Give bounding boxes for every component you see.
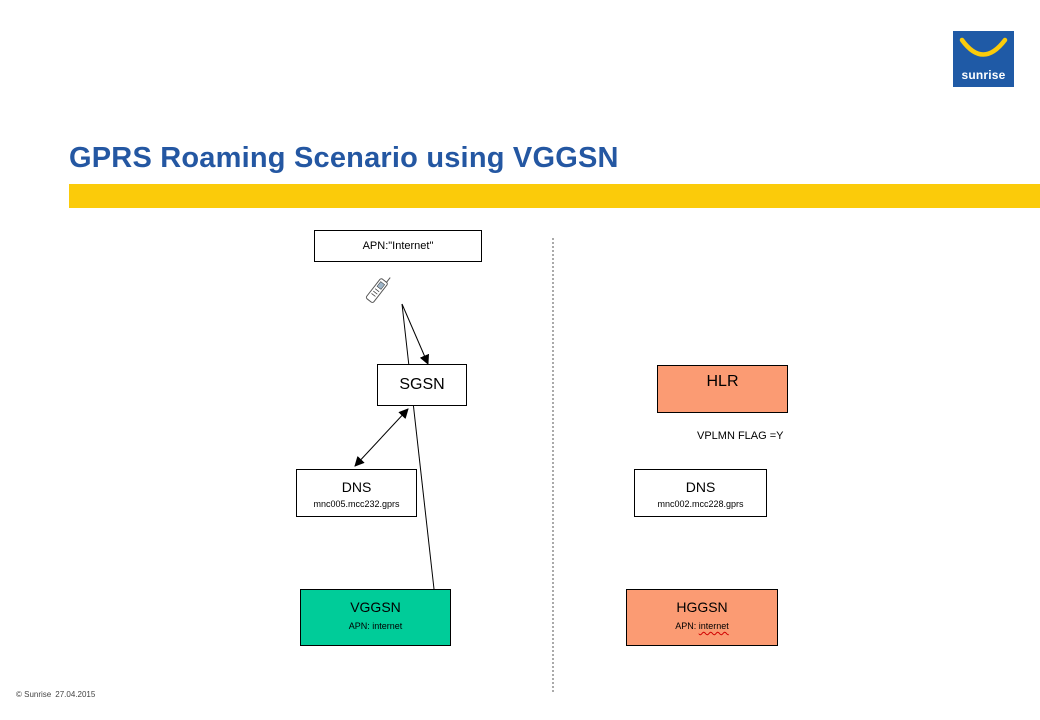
apn-box: APN:"Internet" — [314, 230, 482, 262]
sgsn-box: SGSN — [377, 364, 467, 406]
vggsn-box: VGGSN APN: internet — [300, 589, 451, 646]
page-title: GPRS Roaming Scenario using VGGSN — [69, 142, 619, 174]
footer-date: 27.04.2015 — [55, 690, 96, 699]
dns-visited-domain: mnc005.mcc232.gprs — [313, 499, 400, 509]
apn-label: APN:"Internet" — [362, 240, 434, 252]
hlr-label: HLR — [706, 373, 739, 390]
hggsn-apn-prefix: APN: — [675, 621, 699, 631]
dns-box-visited: DNS mnc005.mcc232.gprs — [296, 469, 417, 517]
dns-box-home: DNS mnc002.mcc228.gprs — [634, 469, 767, 517]
footer-copyright: © Sunrise — [16, 690, 52, 699]
mobile-phone-icon — [365, 277, 391, 303]
hggsn-apn-word: internet — [698, 621, 729, 631]
phone-to-sgsn-arrow — [401, 303, 430, 365]
vggsn-apn: APN: internet — [348, 621, 403, 631]
sgsn-label: SGSN — [399, 376, 445, 393]
logo-text: sunrise — [961, 68, 1006, 82]
dns-home-domain: mnc002.mcc228.gprs — [657, 499, 744, 509]
hggsn-apn: APN: internet — [627, 621, 777, 631]
vggsn-label: VGGSN — [350, 599, 401, 615]
sunrise-logo: sunrise — [953, 31, 1014, 87]
hlr-box: HLR — [657, 365, 788, 413]
sgsn-dns-arrow — [354, 408, 409, 467]
dns-home-label: DNS — [685, 479, 716, 495]
title-accent-bar — [69, 184, 1040, 208]
vplmn-flag-label: VPLMN FLAG =Y — [697, 430, 784, 442]
hggsn-label: HGGSN — [676, 599, 728, 615]
sunrise-smile-logo-icon — [959, 37, 1008, 57]
dns-visited-label: DNS — [341, 479, 372, 495]
hggsn-box: HGGSN APN: internet — [626, 589, 778, 646]
phone-to-vggsn-line — [401, 303, 435, 590]
